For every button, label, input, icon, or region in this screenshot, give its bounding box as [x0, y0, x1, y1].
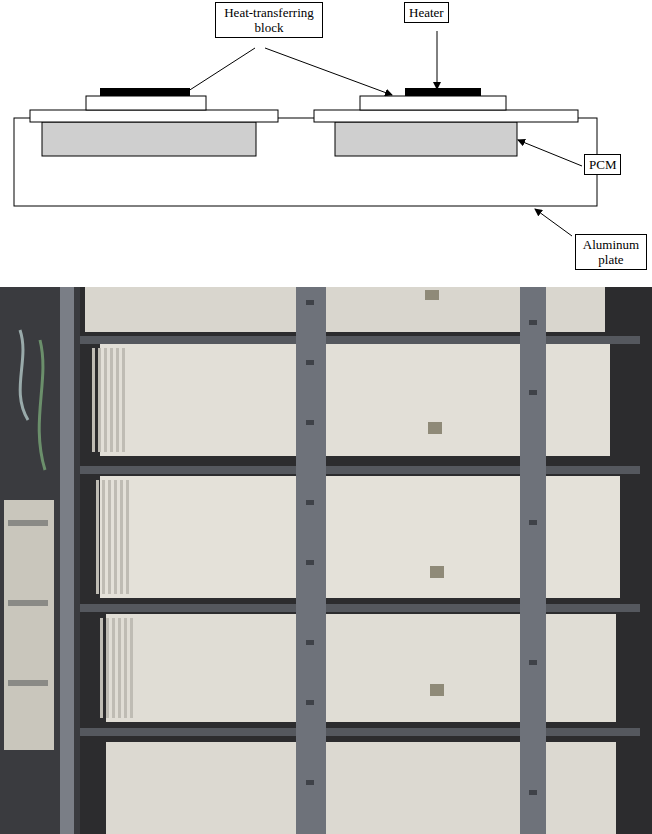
pcm-block [42, 122, 256, 156]
heater [100, 88, 190, 96]
heat-block [360, 96, 506, 110]
leader-line [437, 31, 438, 89]
label-text: Heat-transferring block [220, 5, 318, 35]
label-text: Heater [409, 5, 444, 20]
label-box: PCM [584, 154, 621, 175]
pcm-block [335, 122, 517, 156]
label-text: Aluminum plate [580, 237, 642, 267]
leader-line [535, 209, 572, 236]
leader-line [182, 48, 255, 95]
plate-lid [314, 110, 578, 122]
plate-lid [30, 110, 278, 122]
leader-line [265, 48, 392, 95]
heat-block [86, 96, 206, 110]
label-box: Heater [404, 2, 449, 23]
aluminum-plate [14, 118, 597, 206]
label-box: Heat-transferring block [215, 2, 323, 38]
rack-photo [0, 287, 652, 834]
label-text: PCM [589, 157, 616, 172]
leader-line [518, 140, 582, 166]
heater [405, 88, 481, 96]
label-box: Aluminum plate [575, 234, 647, 270]
